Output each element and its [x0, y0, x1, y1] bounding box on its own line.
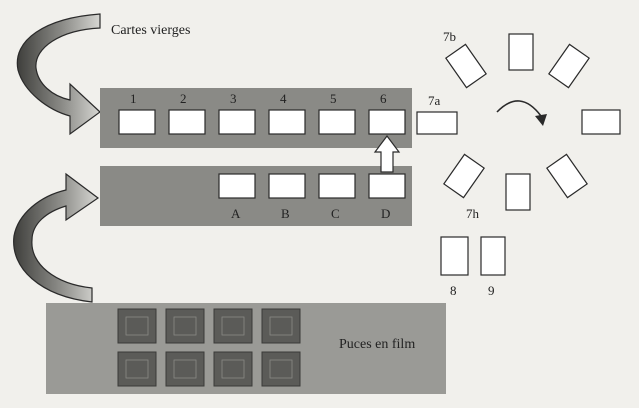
rotary-card-bottom-right — [546, 153, 588, 199]
rotary-card-right — [581, 109, 621, 135]
position-label-5: 5 — [330, 91, 337, 106]
chips-on-film-label: Puces en film — [339, 337, 416, 352]
film-chip-contacts — [125, 316, 293, 379]
card-9 — [480, 236, 506, 276]
cards-bottom — [218, 173, 406, 199]
film-chip — [213, 351, 253, 387]
film-chip — [117, 308, 157, 344]
film-chip — [165, 308, 205, 344]
transfer-up-arrow — [373, 135, 401, 173]
rotary-card-top — [508, 33, 534, 71]
card-slot-A — [218, 173, 256, 199]
position-label-D: D — [381, 206, 391, 221]
film-chip — [165, 351, 205, 387]
card-slot-3 — [218, 109, 256, 135]
card-slot-2 — [168, 109, 206, 135]
station-label-7h: 7h — [466, 206, 479, 221]
rotary-card-top-left — [445, 43, 487, 89]
card-slot-1 — [118, 109, 156, 135]
film-chip — [117, 351, 157, 387]
position-label-2: 2 — [180, 91, 187, 106]
film-chip — [261, 308, 301, 344]
position-label-6: 6 — [380, 91, 387, 106]
station-label-9: 9 — [488, 283, 495, 298]
position-label-4: 4 — [280, 91, 287, 106]
position-label-3: 3 — [230, 91, 237, 106]
film-chip — [213, 308, 253, 344]
position-label-1: 1 — [130, 91, 137, 106]
curved-arrow-bottom — [13, 172, 100, 303]
cards-top — [118, 109, 406, 135]
card-7a — [416, 111, 458, 135]
chip-strip-bottom — [100, 166, 412, 226]
rotary-card-top-right — [548, 43, 590, 89]
card-slot-6 — [368, 109, 406, 135]
film-chips — [117, 308, 301, 387]
blank-cards-label: Cartes vierges — [111, 23, 191, 38]
curved-arrow-top — [16, 13, 101, 136]
rotary-card-bottom — [505, 173, 531, 211]
card-slot-4 — [268, 109, 306, 135]
card-slot-5 — [318, 109, 356, 135]
station-label-8: 8 — [450, 283, 457, 298]
station-label-7b: 7b — [443, 29, 456, 44]
position-label-C: C — [331, 206, 340, 221]
card-8 — [440, 236, 469, 276]
card-slot-C — [318, 173, 356, 199]
position-label-B: B — [281, 206, 290, 221]
film-chip — [261, 351, 301, 387]
station-label-7a: 7a — [428, 93, 441, 108]
rotary-card-bottom-left — [443, 153, 485, 199]
rotation-arrow-icon — [496, 100, 542, 117]
rotary-stations — [443, 33, 621, 211]
card-slot-B — [268, 173, 306, 199]
card-slot-D — [368, 173, 406, 199]
rotation-arrowhead-icon — [535, 114, 547, 126]
position-label-A: A — [231, 206, 241, 221]
